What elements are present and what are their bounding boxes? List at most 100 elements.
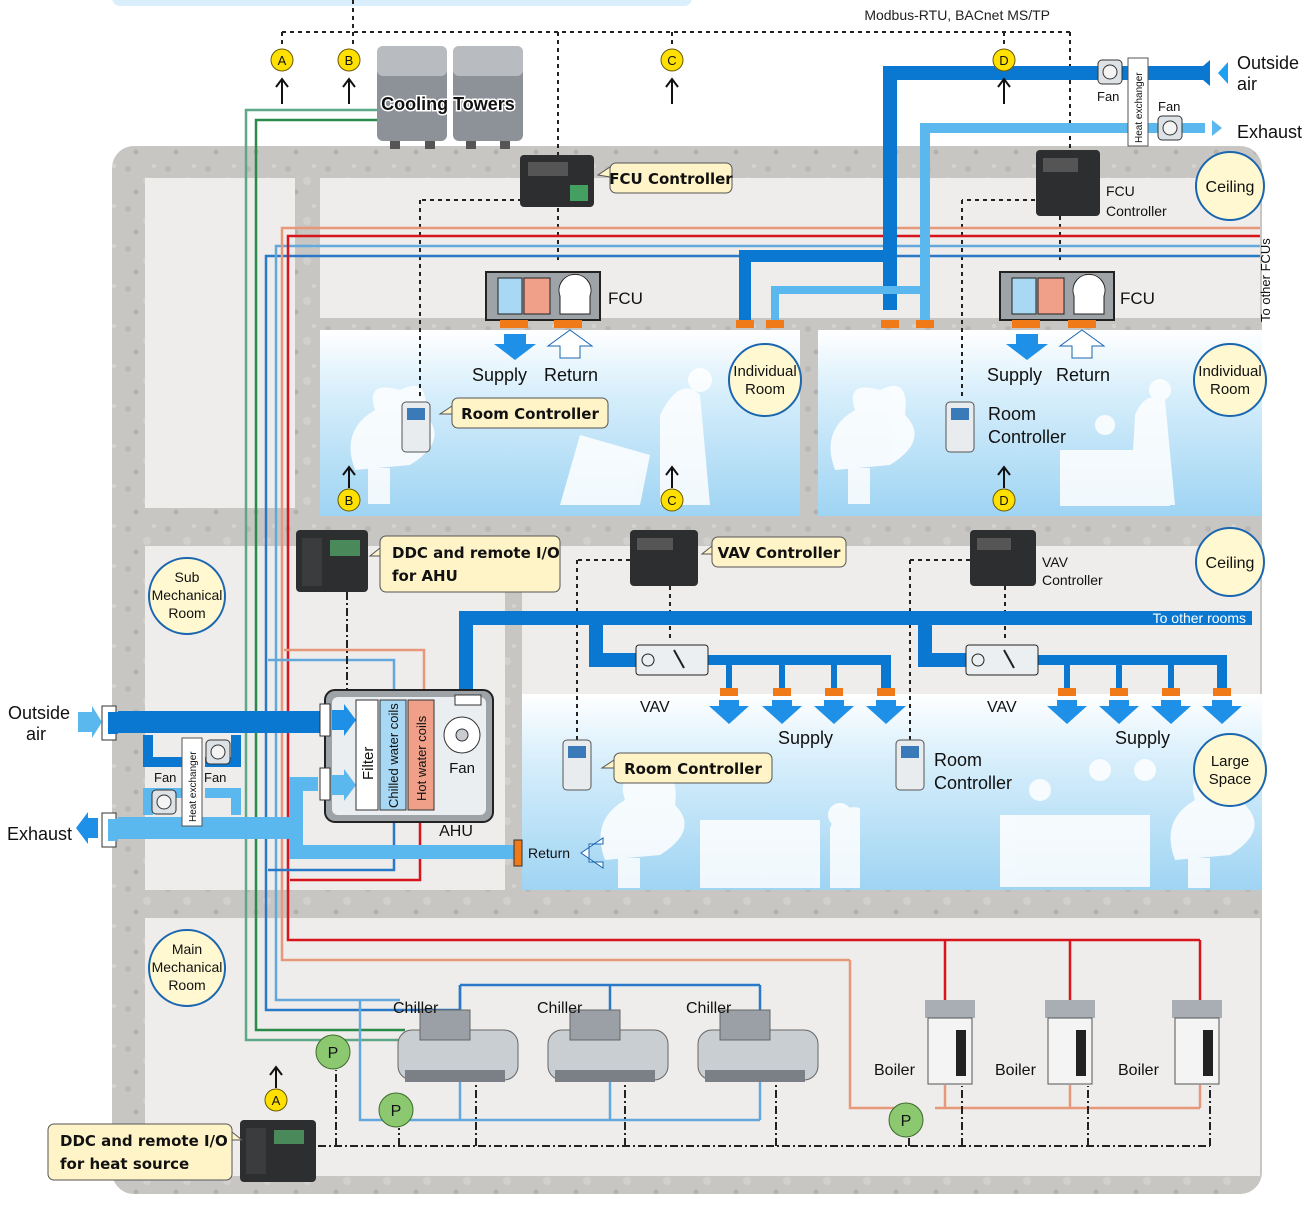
- vav-controller-device-1: [630, 530, 698, 586]
- exhaust-left-arrow: [76, 812, 98, 844]
- exhaust-label-left: Exhaust: [7, 824, 72, 844]
- ddc-ahu-callout: DDC and remote I/O for AHU: [370, 536, 560, 592]
- central-monitor-edge: [112, 0, 692, 6]
- supply-label-large1: Supply: [778, 728, 833, 748]
- exhaust-outlet-arrow: [1212, 120, 1222, 136]
- chiller-label-2: Chiller: [537, 1000, 583, 1017]
- supply-label-room2: Supply: [987, 365, 1042, 385]
- pump-chilled: P: [379, 1093, 413, 1127]
- marker-a-top: A: [271, 49, 293, 71]
- heat-exchanger-label-top: Heat exchanger: [1134, 72, 1145, 143]
- fcu-unit-1: [486, 272, 600, 328]
- filter-label: Filter: [360, 747, 377, 780]
- svg-text:B: B: [345, 493, 354, 508]
- svg-text:VAV Controller: VAV Controller: [718, 544, 841, 562]
- vav-controller-label-b: Controller: [1042, 572, 1103, 588]
- supply-label-large2: Supply: [1115, 728, 1170, 748]
- svg-text:Room Controller: Room Controller: [461, 405, 599, 423]
- svg-text:P: P: [391, 1103, 402, 1120]
- ceiling-space-upper: [320, 178, 1260, 318]
- individual-room-badge-2: IndividualRoom: [1194, 344, 1266, 416]
- boiler-unit-1: [925, 1000, 975, 1084]
- supply-label-room1: Supply: [472, 365, 527, 385]
- vav-box-2: [966, 645, 1038, 675]
- boiler-unit-3: [1172, 1000, 1222, 1084]
- svg-text:P: P: [901, 1113, 912, 1130]
- ahu-label: AHU: [439, 823, 473, 840]
- fcu-unit-2: [1000, 272, 1114, 328]
- chilled-coils-label: Chilled water coils: [386, 703, 401, 808]
- boiler-label-3: Boiler: [1118, 1062, 1160, 1079]
- fcu-controller-device-1: [520, 155, 594, 207]
- svg-text:Main: Main: [172, 941, 202, 957]
- hot-coils-label: Hot water coils: [414, 715, 429, 801]
- svg-text:Ceiling: Ceiling: [1206, 179, 1255, 196]
- svg-text:B: B: [345, 53, 354, 68]
- boiler-label-1: Boiler: [874, 1062, 916, 1079]
- ddc-ahu-device: [296, 530, 368, 592]
- svg-text:Mechanical: Mechanical: [152, 959, 223, 975]
- svg-text:Ceiling: Ceiling: [1206, 555, 1255, 572]
- svg-text:FCU Controller: FCU Controller: [609, 170, 733, 188]
- marker-c-top: C: [661, 49, 683, 71]
- svg-text:D: D: [999, 493, 1008, 508]
- return-label-large: Return: [528, 845, 570, 861]
- svg-text:Room: Room: [168, 605, 205, 621]
- room-controller-label-4b: Controller: [934, 773, 1012, 793]
- svg-text:D: D: [999, 53, 1008, 68]
- ddc-heat-source-device: [240, 1120, 316, 1182]
- marker-d-top: D: [993, 49, 1015, 71]
- heat-exchanger-label-left: Heat exchanger: [188, 751, 199, 822]
- vav-controller-label-a: VAV: [1042, 554, 1069, 570]
- vav-box-1: [636, 645, 708, 675]
- marker-b-top: B: [338, 49, 360, 71]
- room-controller-callout-1: Room Controller: [440, 398, 608, 428]
- svg-text:P: P: [328, 1045, 339, 1062]
- fcu-controller-device-2: [1036, 150, 1100, 216]
- ceiling-badge-upper: Ceiling: [1196, 152, 1264, 220]
- boiler-unit-2: [1045, 1000, 1095, 1084]
- room-controller-callout-3: Room Controller: [602, 753, 772, 783]
- vav-label-1: VAV: [640, 699, 670, 716]
- to-other-rooms-label: To other rooms: [1153, 610, 1246, 626]
- boiler-label-2: Boiler: [995, 1062, 1037, 1079]
- left-shaft-upper: [145, 178, 295, 508]
- marker-d-mid: D: [993, 489, 1015, 511]
- room-controller-label-2b: Controller: [988, 427, 1066, 447]
- outside-air-label-top-1: Outside: [1237, 53, 1299, 73]
- svg-text:A: A: [272, 1093, 281, 1108]
- ahu-fan-label: Fan: [449, 760, 475, 777]
- return-label-room1: Return: [544, 365, 598, 385]
- fan-label-left-2: Fan: [204, 770, 226, 785]
- vav-controller-device-2: [970, 530, 1036, 586]
- svg-text:Mechanical: Mechanical: [152, 587, 223, 603]
- fcu-controller-callout: FCU Controller: [598, 163, 733, 193]
- room-controller-device-2: [946, 402, 974, 452]
- svg-text:Room: Room: [1210, 381, 1250, 398]
- cooling-towers-label: Cooling Towers: [381, 94, 515, 114]
- svg-text:Room: Room: [168, 977, 205, 993]
- to-other-fcus-label: To other FCUs: [1258, 238, 1273, 322]
- exhaust-label-top: Exhaust: [1237, 122, 1302, 142]
- svg-text:DDC and remote I/O: DDC and remote I/O: [60, 1132, 228, 1150]
- outside-air-inlet-arrow: [1195, 60, 1210, 86]
- fcu-controller-label-2: Controller: [1106, 203, 1167, 219]
- ddc-heat-source-callout: DDC and remote I/O for heat source: [48, 1124, 242, 1180]
- svg-text:Individual: Individual: [733, 363, 796, 380]
- marker-a-bottom: A: [265, 1089, 287, 1111]
- vav-controller-callout: VAV Controller: [702, 537, 846, 567]
- svg-text:C: C: [667, 493, 676, 508]
- pump-hot-water: P: [889, 1103, 923, 1137]
- svg-text:Sub: Sub: [175, 569, 200, 585]
- room-controller-device-1: [402, 402, 430, 452]
- room-controller-label-2a: Room: [988, 404, 1036, 424]
- network-protocol-label: Modbus-RTU, BACnet MS/TP: [864, 7, 1050, 23]
- svg-text:Large: Large: [1211, 753, 1249, 770]
- marker-c-mid: C: [661, 489, 683, 511]
- svg-text:DDC and remote I/O: DDC and remote I/O: [392, 544, 560, 562]
